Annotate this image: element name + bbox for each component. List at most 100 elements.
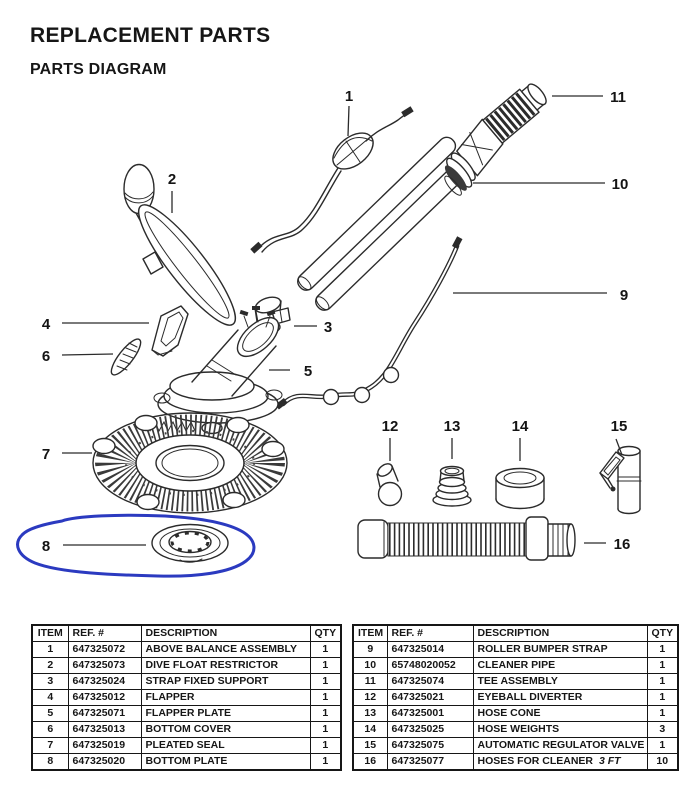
callout-4: 4 xyxy=(42,316,149,333)
callout-2: 2 xyxy=(168,171,176,213)
callout-7-label: 7 xyxy=(42,446,50,463)
description-cell: DIVE FLOAT RESTRICTOR xyxy=(140,657,311,674)
qty-cell: 1 xyxy=(646,737,679,754)
item-cell: 10 xyxy=(352,657,388,674)
qty-cell: 1 xyxy=(309,705,342,722)
callout-8: 8 xyxy=(42,538,146,555)
description-cell: STRAP FIXED SUPPORT xyxy=(140,673,311,690)
ref-column-header: REF. # xyxy=(67,624,142,642)
callout-15-label: 15 xyxy=(611,418,628,435)
callout-14-label: 14 xyxy=(512,418,529,435)
hand-drawn-highlight-annotation xyxy=(16,513,256,578)
ref-cell: 647325071 xyxy=(67,705,142,722)
part-11-tee-assembly-illustration xyxy=(444,83,547,196)
description-cell: AUTOMATIC REGULATOR VALVE xyxy=(472,737,648,754)
callout-2-label: 2 xyxy=(168,171,176,188)
ref-cell: 647325012 xyxy=(67,689,142,706)
item-cell: 6 xyxy=(31,721,69,738)
item-cell: 14 xyxy=(352,721,388,738)
callout-5-label: 5 xyxy=(304,363,312,380)
page-title: REPLACEMENT PARTS xyxy=(30,24,271,47)
description-cell: ROLLER BUMPER STRAP xyxy=(472,641,648,658)
ref-cell: 647325021 xyxy=(386,689,474,706)
item-cell: 9 xyxy=(352,641,388,658)
table-header-row: ITEM REF. # DESCRIPTION QTY xyxy=(31,624,342,642)
callout-9-label: 9 xyxy=(620,287,628,304)
qty-cell: 1 xyxy=(309,657,342,674)
item-column-header: ITEM xyxy=(31,624,69,642)
callout-10-label: 10 xyxy=(612,176,629,193)
callout-10: 10 xyxy=(473,176,628,193)
ref-cell: 647325013 xyxy=(67,721,142,738)
callout-11-label: 11 xyxy=(610,89,626,106)
qty-cell: 3 xyxy=(646,721,679,738)
ref-cell: 647325020 xyxy=(67,753,142,771)
qty-cell: 1 xyxy=(646,641,679,658)
description-cell: TEE ASSEMBLY xyxy=(472,673,648,690)
callout-6-label: 6 xyxy=(42,348,50,365)
description-note: 3 FT xyxy=(599,754,621,767)
item-cell: 15 xyxy=(352,737,388,754)
callout-13: 13 xyxy=(444,418,460,459)
callout-4-label: 4 xyxy=(42,316,51,333)
qty-cell: 1 xyxy=(309,753,342,771)
ref-cell: 647325073 xyxy=(67,657,142,674)
part-1-balance-assembly-illustration xyxy=(250,106,414,254)
callout-15: 15 xyxy=(611,418,628,456)
description-cell: FLAPPER xyxy=(140,689,311,706)
ref-cell: 647325077 xyxy=(386,753,474,771)
part-7-pleated-seal-illustration xyxy=(92,412,288,514)
qty-cell: 1 xyxy=(646,689,679,706)
ref-cell: 647325075 xyxy=(386,737,474,754)
callout-5: 5 xyxy=(269,363,312,380)
ref-cell: 647325025 xyxy=(386,721,474,738)
callout-6: 6 xyxy=(42,348,114,365)
part-10-cleaner-pipe-illustration xyxy=(297,136,475,311)
description-cell: PLEATED SEAL xyxy=(140,737,311,754)
qty-cell: 1 xyxy=(309,689,342,706)
part-12-eyeball-diverter-illustration xyxy=(376,463,403,507)
ref-cell: 647325072 xyxy=(67,641,142,658)
item-column-header: ITEM xyxy=(352,624,388,642)
description-cell: HOSE CONE xyxy=(472,705,648,722)
part-9-roller-bumper-strap-illustration xyxy=(275,236,463,410)
qty-cell: 10 xyxy=(646,753,679,771)
description-cell: HOSE WEIGHTS xyxy=(472,721,648,738)
qty-cell: 1 xyxy=(309,721,342,738)
qty-cell: 1 xyxy=(309,641,342,658)
description-cell: BOTTOM PLATE xyxy=(140,753,311,771)
callout-1-label: 1 xyxy=(345,88,353,105)
callout-12-label: 12 xyxy=(382,418,399,435)
part-6-bottom-cover-illustration xyxy=(110,338,142,376)
ref-column-header: REF. # xyxy=(386,624,474,642)
qty-cell: 1 xyxy=(646,705,679,722)
ref-cell: 647325001 xyxy=(386,705,474,722)
item-cell: 16 xyxy=(352,753,388,771)
description-column-header: DESCRIPTION xyxy=(472,624,648,642)
part-16-cleaner-hose-illustration xyxy=(357,516,576,561)
item-cell: 5 xyxy=(31,705,69,722)
qty-cell: 1 xyxy=(646,673,679,690)
description-column-header: DESCRIPTION xyxy=(140,624,311,642)
part-4-flapper-illustration xyxy=(151,305,189,357)
part-14-hose-weights-illustration xyxy=(495,467,545,510)
callout-16: 16 xyxy=(584,536,630,553)
ref-cell: 647325019 xyxy=(67,737,142,754)
callout-14: 14 xyxy=(512,418,529,461)
description-cell: EYEBALL DIVERTER xyxy=(472,689,648,706)
item-cell: 3 xyxy=(31,673,69,690)
